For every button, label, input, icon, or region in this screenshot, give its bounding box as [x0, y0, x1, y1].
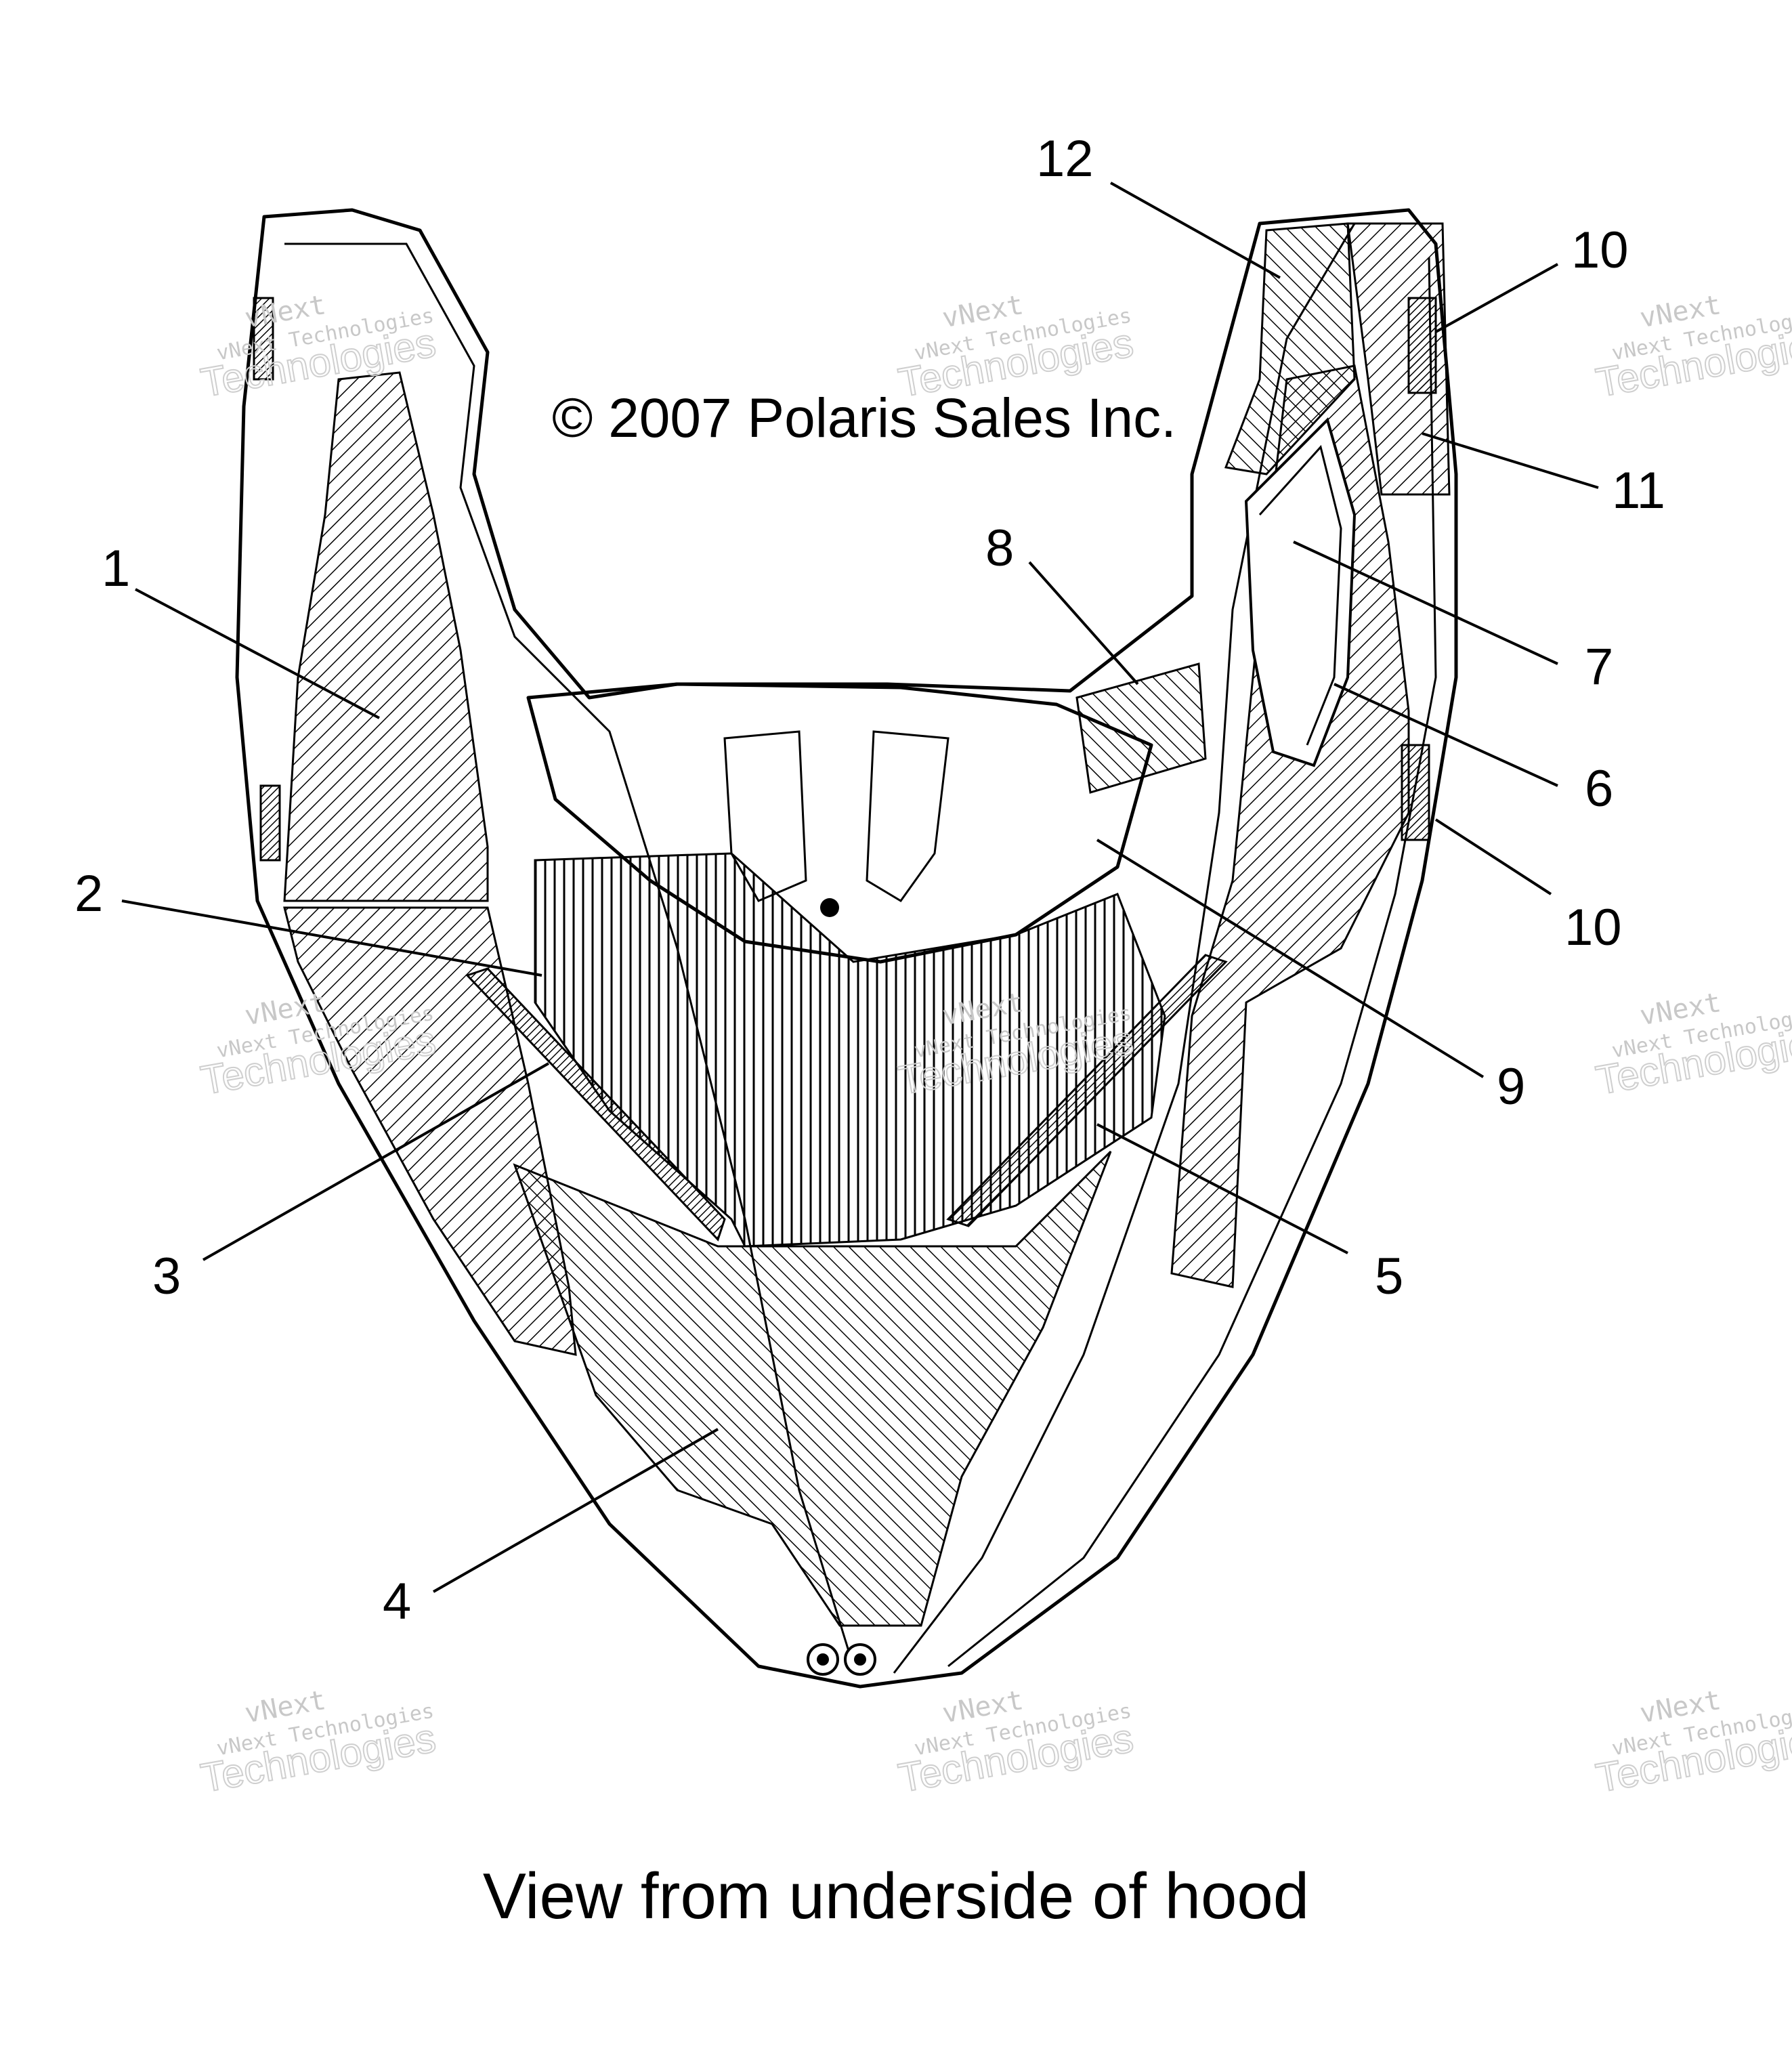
callout-3: 3 [152, 1248, 181, 1305]
callout-4: 4 [383, 1573, 411, 1630]
part-8-patch [1075, 662, 1207, 794]
callout-11: 11 [1612, 462, 1665, 520]
callout-10-upper: 10 [1571, 221, 1629, 279]
hood-outline [235, 208, 1458, 1689]
part-3-rail [465, 967, 726, 1242]
watermark-6: vNext vNext Technologies Technologies [1592, 987, 1792, 1104]
part-4-panel [513, 1150, 1112, 1627]
left-lower-vent [259, 784, 281, 862]
part-7-oval [1244, 417, 1357, 767]
callout-10-lower: 10 [1564, 899, 1622, 956]
callout-12: 12 [1036, 130, 1094, 188]
copyright-text: © 2007 Polaris Sales Inc. [552, 387, 1176, 449]
leader-lines [121, 182, 1599, 1593]
diagram-caption: View from underside of hood [482, 1860, 1310, 1932]
callout-2: 2 [74, 865, 103, 923]
part-10-lower-vent [1401, 744, 1430, 841]
callout-7: 7 [1585, 638, 1613, 696]
watermark-9: vNext vNext Technologies Technologies [1592, 1685, 1792, 1802]
part-11-patch [1346, 222, 1451, 496]
callout-8: 8 [985, 520, 1014, 577]
part-1-panel [283, 371, 489, 902]
part-10-upper-vent [1407, 297, 1437, 394]
watermark-1: vNext vNext Technologies Technologies [197, 289, 440, 406]
watermark-3: vNext vNext Technologies Technologies [1592, 289, 1792, 406]
watermark-2: vNext vNext Technologies Technologies [895, 289, 1138, 406]
callout-5: 5 [1375, 1248, 1403, 1305]
left-upper-vent [253, 297, 274, 381]
callout-6: 6 [1585, 760, 1613, 818]
callout-1: 1 [102, 540, 130, 597]
watermark-8: vNext vNext Technologies Technologies [895, 1685, 1138, 1802]
watermark-7: vNext vNext Technologies Technologies [197, 1685, 440, 1802]
watermark-group: vNext vNext Technologies Technologies vN… [197, 289, 1792, 1802]
callout-9: 9 [1497, 1058, 1525, 1116]
